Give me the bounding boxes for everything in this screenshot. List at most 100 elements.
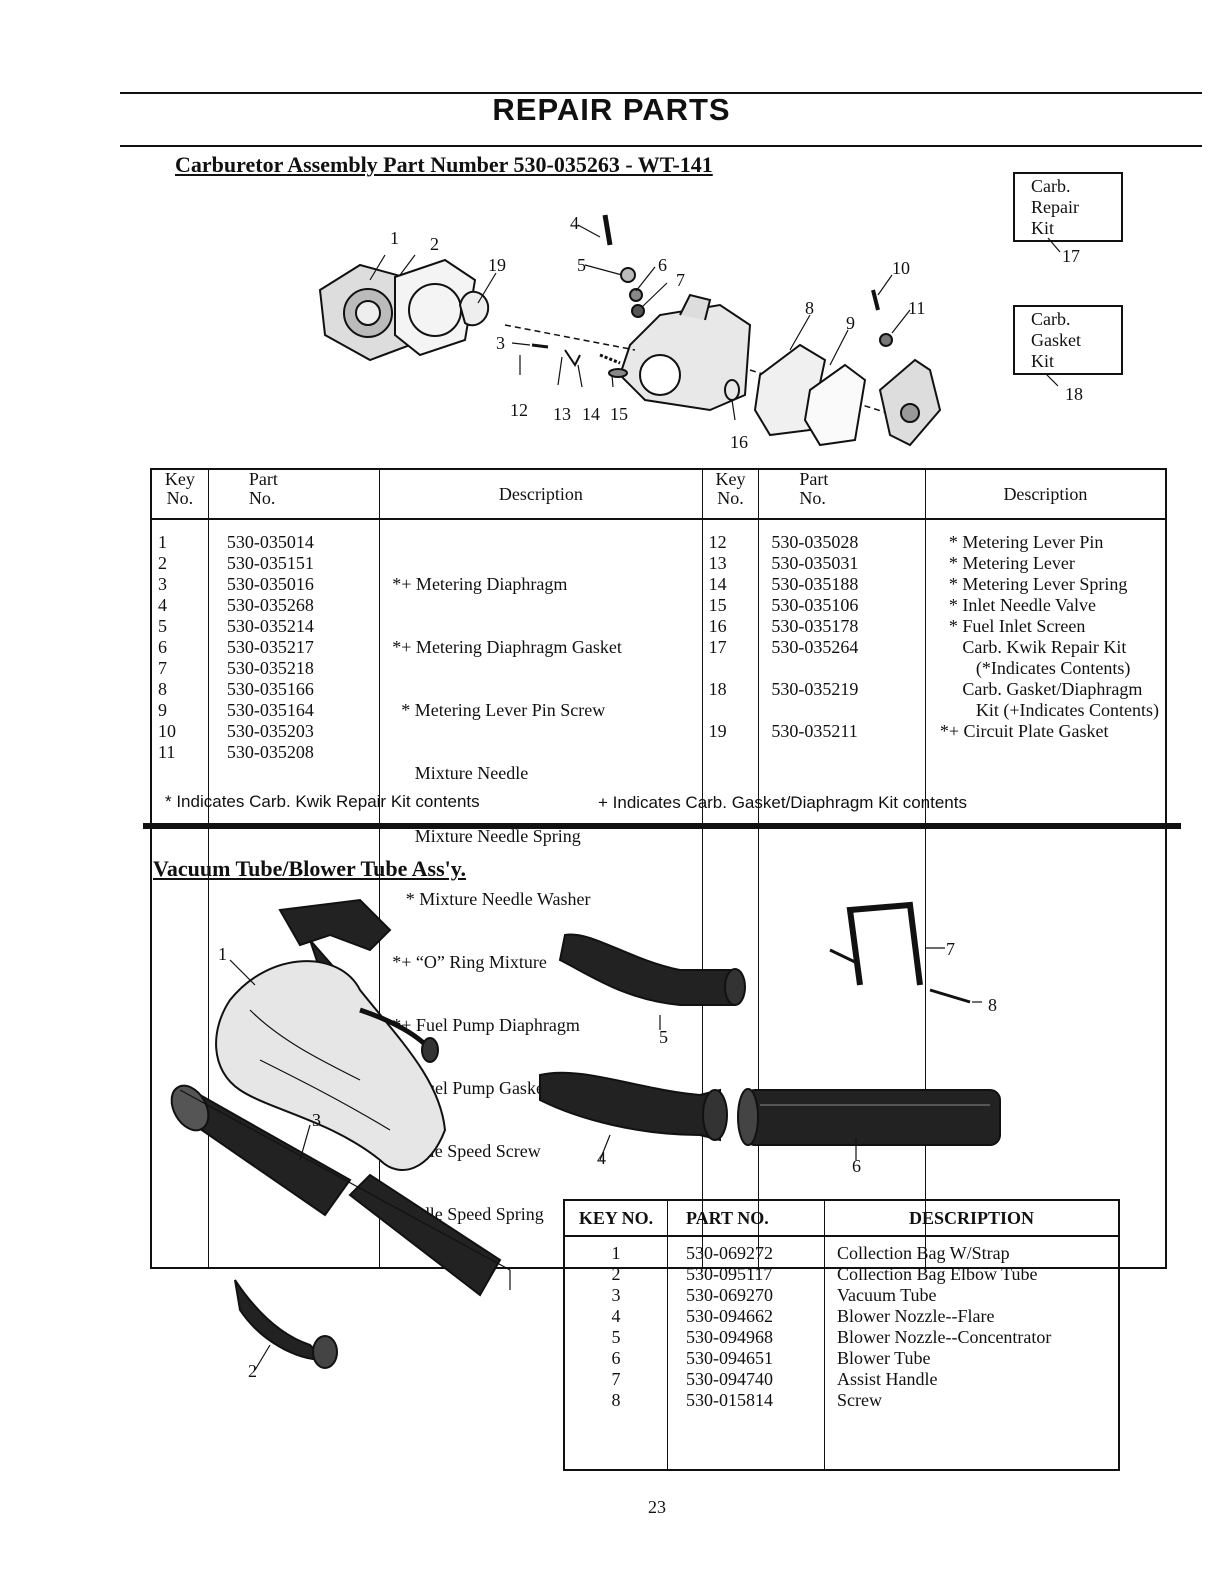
table-cell: Collection Bag W/Strap [837,1243,1010,1263]
section-divider [143,823,1181,829]
table-cell: * Metering Lever Pin Screw [392,700,606,720]
left-part-column: 530-035014 530-035151 530-035016 530-035… [207,519,381,1268]
carb-section-heading: Carburetor Assembly Part Number 530-0352… [175,152,713,177]
table-cell: 530-069270 [686,1285,773,1305]
gasket-kit-line: Gasket [1031,330,1081,350]
table-cell: 530-094740 [686,1369,773,1389]
carb-callout-17: 17 [1062,246,1080,266]
carb-callout-7: 7 [676,270,685,290]
table-cell: 530-035264 [771,637,859,657]
table-cell: * Inlet Needle Valve [939,595,1096,615]
table-cell [709,658,753,679]
repair-kit-line: Carb. [1031,176,1071,196]
carb-callout-11: 11 [908,298,926,318]
table-cell: * Mixture Needle Washer [392,889,591,909]
description-header: Description [924,469,1167,520]
table-cell: 8 [611,1390,621,1410]
vacuum-section-heading: Vacuum Tube/Blower Tube Ass'y. [153,856,467,881]
table-cell: * Metering Lever [939,553,1075,573]
repair-kit-line: Kit [1031,218,1055,238]
table-cell: 1 [611,1243,621,1263]
table-cell: 530-035166 [226,679,314,699]
carb-callout-9: 9 [846,313,855,333]
table-cell: 530-035217 [226,637,314,657]
vacuum-callout-3: 3 [312,1110,321,1130]
carb-callout-1: 1 [390,228,399,248]
table-cell: *+ Metering Diaphragm [392,574,568,594]
table-cell: Blower Nozzle--Concentrator [837,1327,1052,1347]
table-cell: 4 [611,1306,621,1326]
carb-callout-14: 14 [582,404,600,424]
table-cell: 6 [611,1348,621,1368]
vacuum-table-header: KEY NO. PART NO. DESCRIPTION [563,1199,1120,1237]
table-cell: 3 [611,1285,621,1305]
carb-repair-kit-box: Carb. Repair Kit [1013,172,1123,242]
table-cell [771,658,918,679]
table-cell: 2 [611,1264,621,1284]
carb-callout-6: 6 [658,255,667,275]
carb-gasket-kit-box: Carb. Gasket Kit [1013,305,1123,375]
table-cell: *+ Metering Diaphragm Gasket [392,637,622,657]
table-cell: 530-035031 [771,553,859,573]
part-header: Part [248,469,278,489]
table-cell: (*Indicates Contents) [939,658,1131,678]
carb-callout-3: 3 [496,333,505,353]
carb-table-body: 1 2 3 4 5 6 7 8 9 10 11 530-035014 530-0… [150,519,1167,1268]
table-cell: 15 [708,595,727,615]
table-cell: Mixture Needle [392,763,529,783]
footnote-gasket-kit: + Indicates Carb. Gasket/Diaphragm Kit c… [598,793,967,812]
carb-callout-15: 15 [610,404,628,424]
vacuum-callout-4: 4 [597,1148,606,1168]
table-cell: 530-035208 [226,742,314,762]
vacuum-callout-8: 8 [988,995,997,1015]
part-header-sub: No. [799,488,826,508]
table-cell: 9 [158,700,167,720]
top-rule [120,92,1202,94]
table-cell: 6 [158,637,167,657]
kit-leader-lines [1045,237,1061,387]
repair-kit-line: Repair [1031,197,1079,217]
table-cell: * Metering Lever Pin [939,532,1104,552]
part-header: PART NO. [667,1199,825,1237]
carb-callout-2: 2 [430,234,439,254]
table-cell: 530-094651 [686,1348,773,1368]
carb-callout-12: 12 [510,400,528,420]
table-cell: 19 [708,721,727,741]
table-cell: 8 [158,679,167,699]
vacuum-key-column: 1 2 3 4 5 6 7 8 [563,1236,668,1470]
footnote-repair-kit: * Indicates Carb. Kwik Repair Kit conten… [165,792,480,811]
gasket-kit-line: Carb. [1031,309,1071,329]
table-cell: Carb. Kwik Repair Kit [939,637,1127,657]
vacuum-description-column: Collection Bag W/Strap Collection Bag El… [824,1236,1120,1470]
table-cell: Mixture Needle Spring [392,826,581,846]
carb-callout-4: 4 [570,213,579,233]
description-header: Description [379,469,703,520]
vacuum-callout-2: 2 [248,1361,257,1381]
page-number: 23 [648,1497,666,1517]
table-cell: Blower Tube [837,1348,931,1368]
table-cell: 530-035028 [771,532,859,552]
table-cell: 530-035214 [226,616,314,636]
table-cell: 530-035218 [226,658,314,678]
table-cell: 530-015814 [686,1390,773,1410]
vacuum-part-column: 530-069272 530-095117 530-069270 530-094… [667,1236,825,1470]
gasket-kit-line: Kit [1031,351,1055,371]
table-cell: 5 [611,1327,621,1347]
table-cell: 10 [158,721,176,741]
table-cell: 530-094968 [686,1327,773,1347]
key-header-sub: No. [166,488,194,508]
table-cell: Assist Handle [837,1369,938,1389]
carb-callout-16: 16 [730,432,748,452]
table-cell: 18 [708,679,727,699]
carb-callout-13: 13 [553,404,571,424]
table-cell: * Metering Lever Spring [939,574,1128,594]
table-cell: 530-035219 [771,679,859,699]
table-cell: 3 [158,574,167,594]
table-cell [771,700,918,721]
carb-callout-18: 18 [1065,384,1083,404]
table-cell: Vacuum Tube [837,1285,937,1305]
table-cell: 17 [708,637,727,657]
vacuum-table-body: 1 2 3 4 5 6 7 8 530-069272 530-095117 53… [563,1236,1120,1470]
table-cell: *+ Fuel Pump Diaphragm [392,1015,580,1035]
